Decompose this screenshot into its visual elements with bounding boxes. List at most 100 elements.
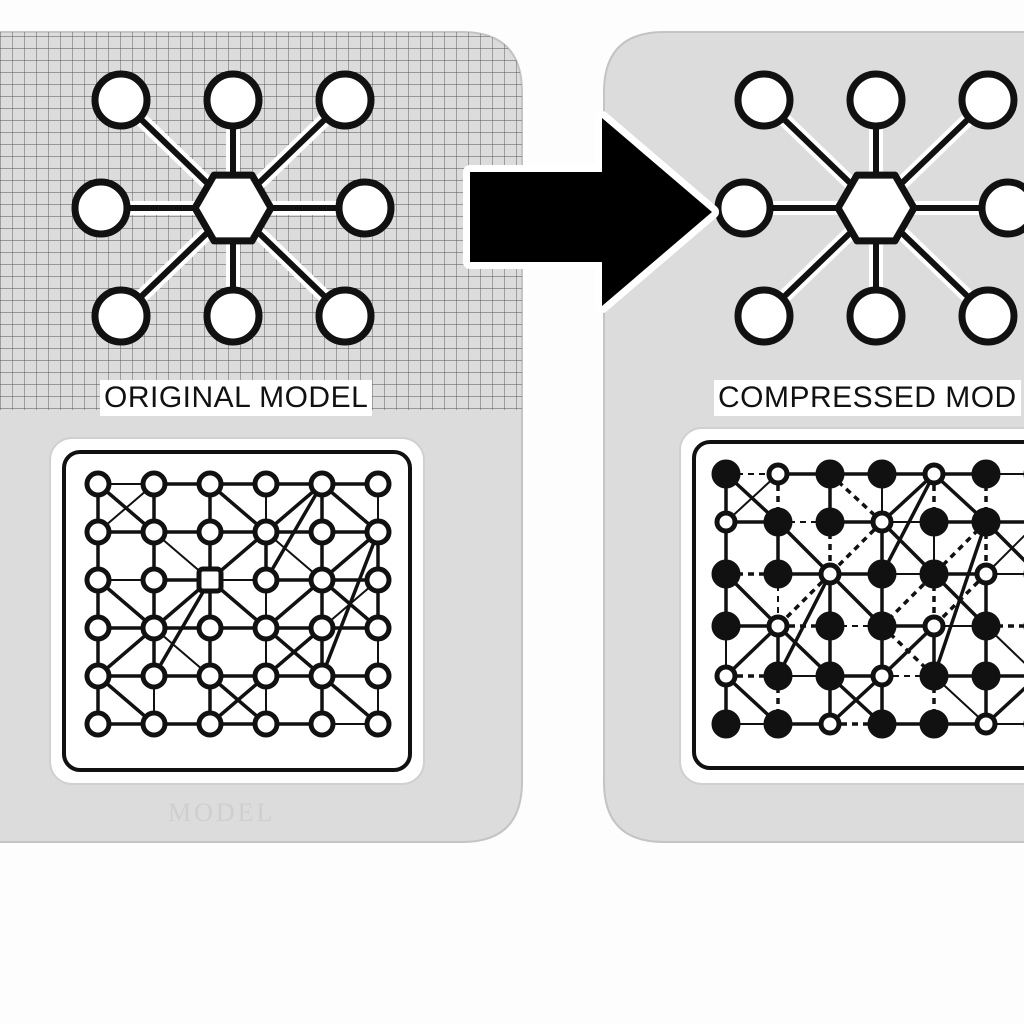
compressed-model-label: COMPRESSED MOD <box>714 380 1021 416</box>
right-mesh-node <box>815 611 845 641</box>
right-mesh-node <box>919 559 949 589</box>
right-mesh-edge <box>724 624 780 678</box>
left-hub-outer-node <box>335 178 395 238</box>
right-mesh-node <box>763 709 793 739</box>
right-mesh-node <box>919 661 949 691</box>
right-mesh-node <box>818 712 842 736</box>
left-mesh-edge <box>152 579 212 677</box>
left-mesh-node <box>196 566 224 594</box>
right-mesh-node <box>763 507 793 537</box>
right-mesh-node <box>711 709 741 739</box>
left-hub-outer-node <box>91 286 151 346</box>
right-mesh-node <box>766 614 790 638</box>
arrow-shape <box>470 118 712 306</box>
right-hub-network <box>714 70 1024 346</box>
left-mesh-node <box>308 662 336 690</box>
right-mesh-node <box>815 507 845 537</box>
right-mesh-edge <box>932 521 988 677</box>
right-mesh-edge <box>984 686 1024 726</box>
left-mesh-node <box>252 614 280 642</box>
right-hub-outer-node <box>958 286 1018 346</box>
transform-arrow <box>463 111 719 313</box>
right-hub-outer-node <box>734 286 794 346</box>
left-mesh-edge <box>264 483 324 581</box>
right-mesh-edge <box>880 520 988 628</box>
left-mesh-node <box>364 710 392 738</box>
right-mesh-edge <box>776 572 832 628</box>
right-mesh-node <box>974 562 998 586</box>
right-hub-outer-node <box>734 70 794 130</box>
left-mesh-node <box>252 566 280 594</box>
left-hub-network <box>71 70 395 346</box>
right-mesh-node <box>867 459 897 489</box>
right-mesh-node <box>763 661 793 691</box>
left-mesh-node <box>308 710 336 738</box>
right-mesh-node <box>974 712 998 736</box>
left-mesh-node <box>140 470 168 498</box>
right-mesh-edge <box>776 573 832 677</box>
left-mesh-node <box>252 518 280 546</box>
right-mesh-network <box>711 459 1024 739</box>
left-mesh-node <box>308 566 336 594</box>
left-mesh-node <box>196 662 224 690</box>
right-mesh-node <box>971 661 1001 691</box>
right-hub-outer-node <box>978 178 1024 238</box>
right-mesh-node <box>714 510 738 534</box>
right-mesh-edge <box>828 520 884 576</box>
left-mesh-node <box>140 566 168 594</box>
left-mesh-node <box>364 470 392 498</box>
left-mesh-node <box>196 614 224 642</box>
left-mesh-node <box>140 662 168 690</box>
right-mesh-edge <box>725 473 779 523</box>
right-mesh-node <box>971 611 1001 641</box>
left-mesh-edge <box>320 531 380 677</box>
left-hub-center-node <box>191 171 275 245</box>
left-hub-outer-node <box>71 178 131 238</box>
right-mesh-node <box>815 661 845 691</box>
right-mesh-node <box>870 664 894 688</box>
left-mesh-node <box>84 566 112 594</box>
right-mesh-edge <box>985 534 1024 575</box>
right-mesh-node <box>763 559 793 589</box>
left-mesh-node <box>252 470 280 498</box>
left-mesh-network <box>84 470 392 738</box>
right-mesh-node <box>867 559 897 589</box>
left-mesh-node <box>84 470 112 498</box>
left-mesh-node <box>84 518 112 546</box>
right-mesh-node <box>818 562 842 586</box>
left-mesh-node <box>196 710 224 738</box>
right-hub-outer-node <box>846 286 906 346</box>
right-mesh-node <box>711 611 741 641</box>
left-mesh-node <box>140 614 168 642</box>
right-hub-outer-node <box>714 178 774 238</box>
left-mesh-node <box>252 710 280 738</box>
right-mesh-node <box>870 510 894 534</box>
left-mesh-node <box>308 614 336 642</box>
right-hub-outer-node <box>958 70 1018 130</box>
left-mesh-node <box>140 518 168 546</box>
left-mesh-node <box>364 518 392 546</box>
right-mesh-node <box>766 462 790 486</box>
left-panel <box>0 31 523 843</box>
original-model-label: ORIGINAL MODEL <box>100 380 373 416</box>
right-mesh-edge <box>880 472 936 524</box>
left-hub-outer-node <box>203 70 263 130</box>
right-mesh-node <box>711 459 741 489</box>
right-mesh-node <box>919 507 949 537</box>
left-mesh-node <box>364 614 392 642</box>
left-mesh-node <box>308 470 336 498</box>
left-mesh-node <box>196 518 224 546</box>
left-mesh-node <box>364 566 392 594</box>
right-mesh-node <box>711 559 741 589</box>
right-mesh-edge <box>880 473 936 575</box>
right-mesh-edge <box>880 624 936 678</box>
right-hub-center-node <box>834 171 918 245</box>
left-hub-outer-node <box>315 286 375 346</box>
right-mesh-node <box>867 709 897 739</box>
left-mesh-node <box>84 614 112 642</box>
left-mesh-node <box>252 662 280 690</box>
right-mesh-node <box>867 611 897 641</box>
right-network-box <box>679 427 1024 785</box>
